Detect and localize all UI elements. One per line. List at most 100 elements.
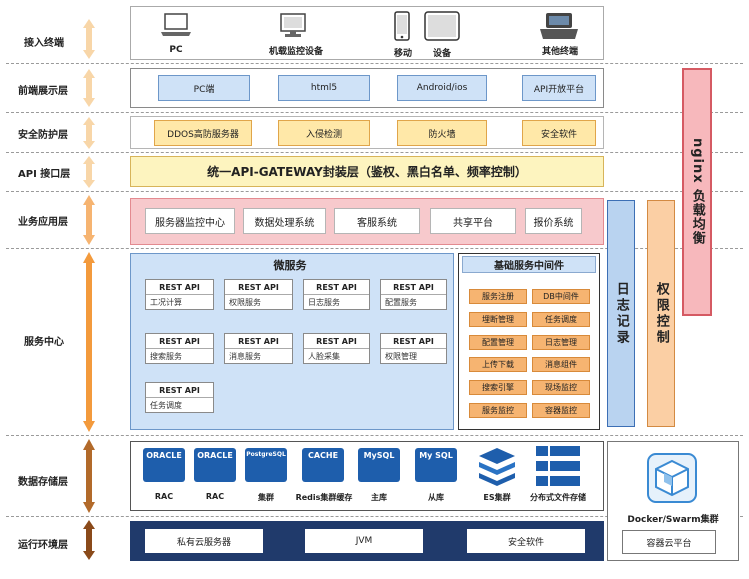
double-arrow-icon (83, 252, 95, 432)
distributed-storage-icon (536, 446, 580, 486)
middleware-item: 埋断管理 (469, 312, 527, 327)
double-arrow-icon (83, 117, 95, 149)
monitor-icon (280, 13, 306, 37)
api-card-name: 消息服务 (229, 351, 261, 361)
microservice-title: 微服务 (273, 259, 307, 272)
container-cloud-platform: 容器云平台 (622, 530, 716, 554)
storage-caption: ES集群 (483, 493, 511, 502)
api-card: REST API 搜索服务 (145, 333, 214, 364)
api-card-title: REST API (381, 280, 446, 295)
business-item-monitor: 服务器监控中心 (145, 208, 235, 234)
middleware-item: 配置管理 (469, 335, 527, 350)
log-record-column: 日志记录 (607, 200, 635, 427)
frontend-item-html5: html5 (278, 75, 370, 101)
security-item-firewall: 防火墙 (397, 120, 487, 146)
double-arrow-icon (83, 156, 95, 188)
api-card-name: 人脸采集 (308, 351, 340, 361)
terminal-label-mobile: 移动 (393, 48, 412, 59)
layer-label-business: 业务应用层 (18, 217, 68, 228)
docker-cube-icon (647, 453, 697, 503)
frontend-item-android: Android/ios (397, 75, 487, 101)
api-card: REST API 权限管理 (380, 333, 447, 364)
storage-caption: 分布式文件存储 (530, 493, 586, 502)
terminal-label-device: 设备 (432, 48, 451, 59)
mysql-logo-icon: MySQL (358, 448, 400, 482)
api-card-name: 配置服务 (385, 297, 417, 307)
api-card-name: 日志服务 (308, 297, 340, 307)
api-card: REST API 任务调度 (145, 382, 214, 413)
terminal-label-pc: PC (169, 45, 183, 55)
storage-caption: 集群 (258, 493, 274, 502)
double-arrow-icon (83, 19, 95, 59)
middleware-item: 日志管理 (532, 335, 590, 350)
security-item-intrusion: 入侵检测 (278, 120, 370, 146)
middleware-item: 上传下载 (469, 357, 527, 372)
nginx-load-balancer-column: nginx 负载均衡 (682, 68, 712, 316)
elasticsearch-logo-icon (479, 448, 515, 486)
postgresql-logo-icon: PostgreSQL (245, 448, 287, 482)
api-card-name: 工况计算 (150, 297, 182, 307)
terminal-panel (130, 6, 604, 60)
mysql-logo-icon: My SQL (415, 448, 457, 482)
runtime-item-security-software: 安全软件 (467, 529, 585, 553)
runtime-item-jvm: JVM (305, 529, 423, 553)
middleware-item: DB中间件 (532, 289, 590, 304)
business-item-quote: 报价系统 (525, 208, 582, 234)
api-card: REST API 消息服务 (224, 333, 293, 364)
storage-caption: 主库 (371, 493, 387, 502)
security-item-ddos: DDOS高防服务器 (154, 120, 252, 146)
frontend-item-api-platform: API开放平台 (522, 75, 596, 101)
api-card-name: 任务调度 (150, 400, 182, 410)
layer-label-security: 安全防护层 (18, 130, 68, 141)
storage-caption: RAC (154, 492, 174, 501)
layer-label-terminal: 接入终端 (24, 38, 64, 49)
api-card-title: REST API (381, 334, 446, 349)
security-item-software: 安全软件 (522, 120, 596, 146)
api-card-title: REST API (225, 334, 292, 349)
middleware-title: 基础服务中间件 (462, 256, 596, 273)
middleware-item: 现场监控 (532, 380, 590, 395)
api-card: REST API 权限服务 (224, 279, 293, 310)
phone-icon (394, 11, 410, 41)
tablet-icon (424, 11, 460, 41)
middleware-item: 任务调度 (532, 312, 590, 327)
runtime-item-private-cloud: 私有云服务器 (145, 529, 263, 553)
api-card-name: 搜索服务 (150, 351, 182, 361)
api-gateway-bar: 统一API-GATEWAY封装层（鉴权、黑白名单、频率控制） (130, 156, 604, 187)
laptop-icon (161, 13, 191, 36)
double-arrow-icon (83, 520, 95, 560)
storage-caption: Redis集群缓存 (295, 493, 353, 502)
layer-label-frontend: 前端展示层 (18, 86, 68, 97)
middleware-item: 服务注册 (469, 289, 527, 304)
double-arrow-icon (83, 195, 95, 245)
api-card-title: REST API (146, 383, 213, 398)
business-item-share: 共享平台 (430, 208, 516, 234)
terminal-label-other: 其他终端 (541, 46, 578, 57)
double-arrow-icon (83, 69, 95, 107)
middleware-item: 消息组件 (532, 357, 590, 372)
api-card-title: REST API (225, 280, 292, 295)
terminal-device-icon (540, 13, 578, 39)
api-card-title: REST API (304, 334, 369, 349)
api-card: REST API 人脸采集 (303, 333, 370, 364)
frontend-item-pc: PC端 (158, 75, 250, 101)
api-card-name: 权限管理 (385, 351, 417, 361)
storage-caption: 从库 (428, 493, 444, 502)
oracle-logo-icon: ORACLE (143, 448, 185, 482)
business-item-data: 数据处理系统 (243, 208, 326, 234)
api-card: REST API 配置服务 (380, 279, 447, 310)
layer-label-storage: 数据存储层 (18, 477, 68, 488)
api-card-title: REST API (146, 280, 213, 295)
permission-control-column: 权限控制 (647, 200, 675, 427)
api-card-name: 权限服务 (229, 297, 261, 307)
middleware-item: 服务监控 (469, 403, 527, 418)
api-card-title: REST API (146, 334, 213, 349)
docker-caption: Docker/Swarm集群 (627, 515, 719, 525)
api-card: REST API 工况计算 (145, 279, 214, 310)
middleware-item: 容器监控 (532, 403, 590, 418)
double-arrow-icon (83, 439, 95, 513)
oracle-logo-icon: ORACLE (194, 448, 236, 482)
layer-label-api: API 接口层 (18, 169, 71, 180)
storage-caption: RAC (205, 492, 225, 501)
